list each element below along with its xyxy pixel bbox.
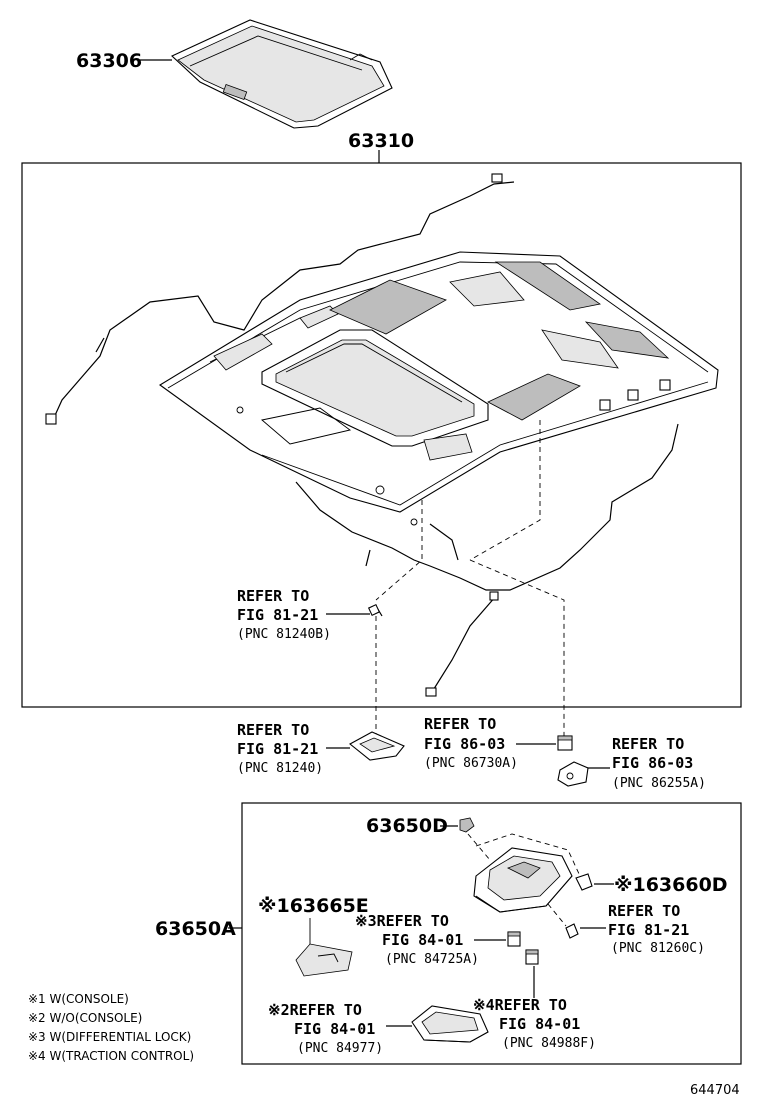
legend-item: ※1 W(CONSOLE) (28, 992, 129, 1006)
ref-84977-line2: FIG 84-01 (294, 1020, 375, 1038)
leader-dashes (375, 420, 565, 736)
sunshade-63306-drawing (171, 19, 393, 129)
ref-81240B-line1: REFER TO (237, 587, 309, 605)
ref-86730A-line1: REFER TO (424, 715, 496, 733)
ref-84988F-pnc: (PNC 84988F) (502, 1036, 596, 1051)
ref-86730A-pnc: (PNC 86730A) (424, 756, 518, 771)
switch-86730A-drawing (557, 735, 573, 751)
clip-63650D-drawing (459, 817, 475, 833)
legend-item: ※2 W/O(CONSOLE) (28, 1011, 142, 1025)
switch-84725A-drawing (507, 931, 521, 947)
switch-84988F-drawing (525, 949, 539, 965)
legend-item: ※3 W(DIFFERENTIAL LOCK) (28, 1030, 191, 1044)
bracket-86255A-drawing (557, 761, 589, 787)
clip-63660D-drawing (575, 873, 593, 891)
part-number-63306: 63306 (76, 50, 142, 72)
part-number-63660D: ※163660D (614, 874, 728, 896)
console-frame (241, 802, 742, 1065)
ref-84977-pnc: (PNC 84977) (297, 1041, 383, 1056)
part-number-63650A: 63650A (155, 918, 236, 940)
figure-number: 644704 (690, 1083, 740, 1098)
dome-lamp-drawing (349, 731, 405, 761)
overhead-console-drawing (473, 833, 581, 913)
ref-81240B-pnc: (PNC 81240B) (237, 627, 331, 642)
legend: ※1 W(CONSOLE) ※2 W/O(CONSOLE) ※3 W(DIFFE… (28, 992, 194, 1063)
wire-harness-drawing (45, 173, 679, 697)
ref-81240B-line2: FIG 81-21 (237, 606, 318, 624)
headliner-frame (21, 162, 742, 708)
ref-84988F-line2: FIG 84-01 (499, 1015, 580, 1033)
headliner-63310-drawing (159, 251, 719, 526)
cover-63665E-drawing (295, 943, 353, 977)
ref-81260C-pnc: (PNC 81260C) (611, 941, 705, 956)
ref-84725A-line1: ※3REFER TO (355, 912, 449, 930)
ref-86255A-line1: REFER TO (612, 735, 684, 753)
ref-84725A-pnc: (PNC 84725A) (385, 952, 479, 967)
ref-86255A-pnc: (PNC 86255A) (612, 776, 706, 791)
part-number-63310: 63310 (348, 130, 414, 152)
legend-item: ※4 W(TRACTION CONTROL) (28, 1049, 194, 1063)
ref-84988F-line1: ※4REFER TO (473, 996, 567, 1014)
ref-86730A-line2: FIG 86-03 (424, 735, 505, 753)
ref-81240-line1: REFER TO (237, 721, 309, 739)
ref-81240-pnc: (PNC 81240) (237, 761, 323, 776)
console-84977-drawing (411, 1005, 489, 1043)
ref-86255A-line2: FIG 86-03 (612, 754, 693, 772)
ref-81260C-line2: FIG 81-21 (608, 921, 689, 939)
part-number-63650D: 63650D (366, 815, 448, 837)
part-number-63665E: ※163665E (258, 895, 369, 917)
ref-84977-line1: ※2REFER TO (268, 1001, 362, 1019)
ref-84725A-line2: FIG 84-01 (382, 931, 463, 949)
ref-81260C-line1: REFER TO (608, 902, 680, 920)
bulb-81260C-drawing (565, 923, 579, 939)
ref-81240-line2: FIG 81-21 (237, 740, 318, 758)
